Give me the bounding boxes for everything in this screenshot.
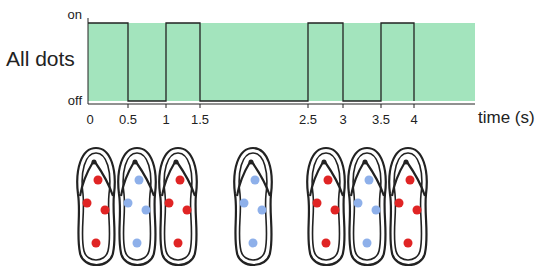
flip-flop — [234, 148, 272, 265]
tick-label: 3 — [339, 113, 346, 126]
axis-label: time (s) — [478, 109, 535, 126]
tick-label: 1 — [162, 113, 169, 126]
tick-label: 1.5 — [191, 113, 209, 126]
level-label: off — [68, 94, 82, 107]
flip-flop — [159, 148, 197, 265]
tick-label: 0 — [86, 113, 93, 126]
flip-flop — [389, 148, 427, 265]
axis-ticks — [128, 104, 414, 108]
on-region — [88, 23, 475, 101]
signal-trace — [88, 23, 414, 101]
tick-label: 0.5 — [119, 113, 137, 126]
y-axis — [88, 18, 89, 104]
tick-label: 4 — [410, 113, 417, 126]
flip-flop — [118, 148, 156, 265]
level-label: on — [68, 8, 82, 21]
flip-flop — [307, 148, 345, 265]
flip-flop — [348, 148, 386, 265]
axis-title: All dots — [6, 48, 75, 69]
tick-label: 3.5 — [372, 113, 390, 126]
x-axis — [88, 104, 475, 105]
tick-label: 2.5 — [299, 113, 317, 126]
flip-flop — [77, 148, 115, 265]
